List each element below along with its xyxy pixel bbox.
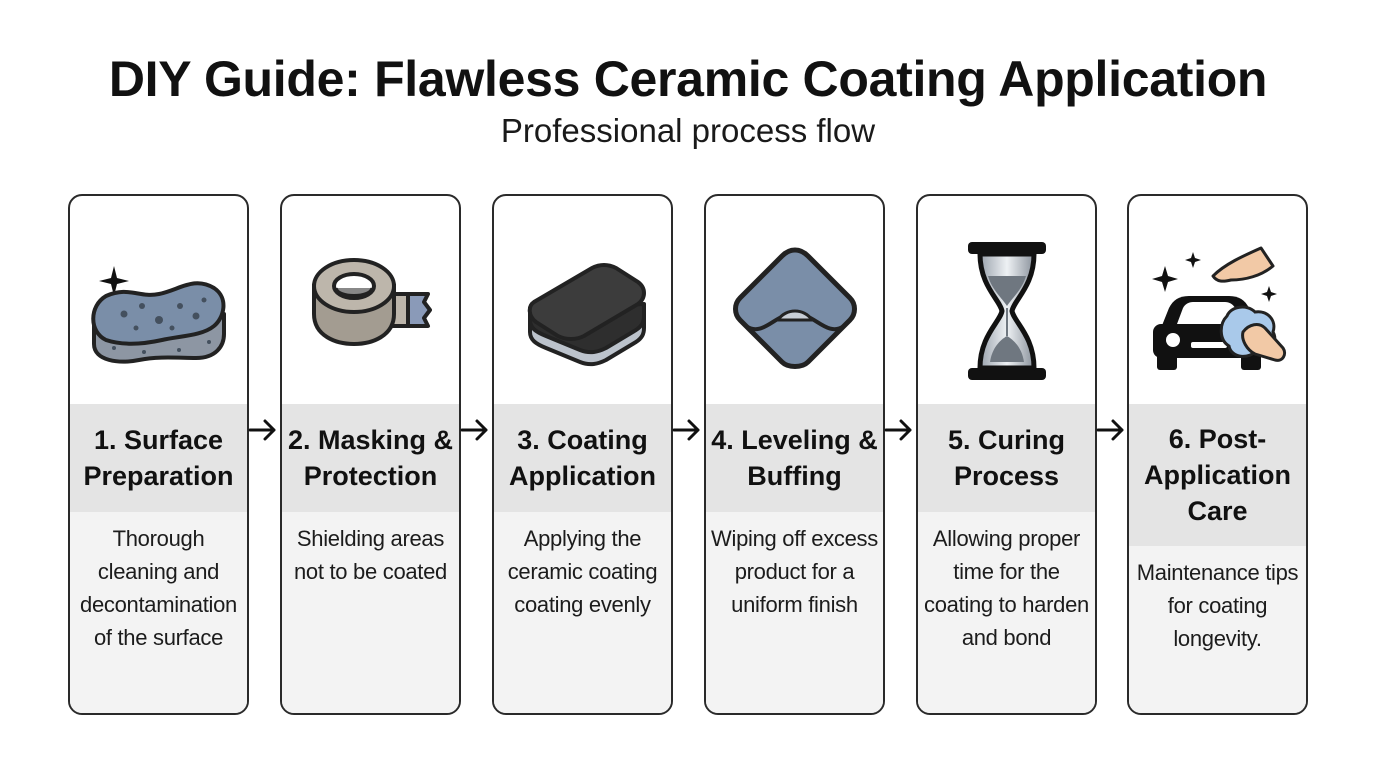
step-description: Wiping off excess product for a uniform … <box>706 512 883 713</box>
step-card-post-application-care: 6. Post-Application Care Maintenance tip… <box>1127 194 1308 715</box>
step-title: 5. Curing Process <box>918 404 1095 512</box>
arrow-right-icon <box>1096 419 1124 441</box>
step-title: 3. Coating Application <box>494 404 671 512</box>
step-description: Maintenance tips for coating longevity. <box>1129 546 1306 713</box>
arrow-right-icon <box>672 419 700 441</box>
step-card-masking-protection: 2. Masking & Protection Shielding areas … <box>280 194 461 715</box>
step-description: Thorough cleaning and decontamination of… <box>70 512 247 713</box>
step-description: Allowing proper time for the coating to … <box>918 512 1095 713</box>
applicator-block-icon <box>494 226 671 396</box>
step-title: 2. Masking & Protection <box>282 404 459 512</box>
arrow-right-icon <box>884 419 912 441</box>
microfiber-cloth-icon <box>706 226 883 396</box>
masking-tape-icon <box>282 226 459 396</box>
car-washing-icon <box>1129 226 1306 396</box>
hourglass-icon <box>918 226 1095 396</box>
step-description: Applying the ceramic coating coating eve… <box>494 512 671 713</box>
sponge-icon <box>70 226 247 396</box>
step-title: 4. Leveling & Buffing <box>706 404 883 512</box>
step-title: 1. Surface Preparation <box>70 404 247 512</box>
arrow-right-icon <box>248 419 276 441</box>
step-card-coating-application: 3. Coating Application Applying the cera… <box>492 194 673 715</box>
page-title: DIY Guide: Flawless Ceramic Coating Appl… <box>108 51 1268 107</box>
step-card-surface-preparation: 1. Surface Preparation Thorough cleaning… <box>68 194 249 715</box>
step-description: Shielding areas not to be coated <box>282 512 459 713</box>
step-card-leveling-buffing: 4. Leveling & Buffing Wiping off excess … <box>704 194 885 715</box>
page-subtitle: Professional process flow <box>500 112 876 149</box>
arrow-right-icon <box>460 419 488 441</box>
step-card-curing-process: 5. Curing Process Allowing proper time f… <box>916 194 1097 715</box>
step-title: 6. Post-Application Care <box>1129 404 1306 546</box>
